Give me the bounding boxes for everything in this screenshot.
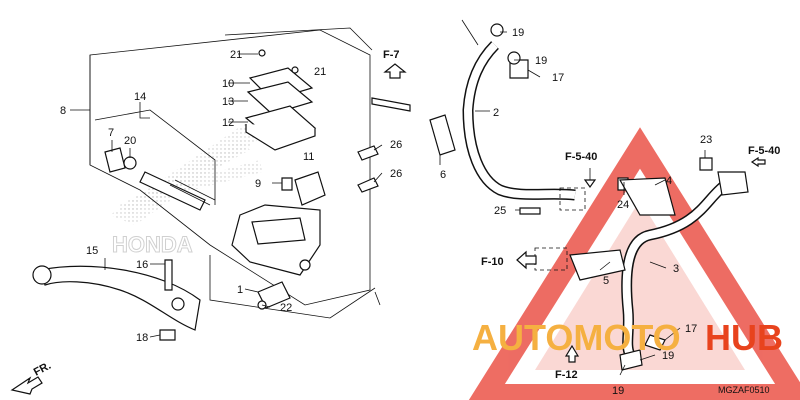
brake-hose-lower — [569, 171, 749, 371]
part-label-7: 7 — [108, 127, 114, 139]
part-label-20: 20 — [124, 135, 136, 147]
part-label-19c: 19 — [662, 350, 674, 362]
front-arrow-icon — [10, 376, 43, 395]
part-label-10: 10 — [222, 78, 234, 90]
front-direction-indicator: FR. — [10, 360, 53, 395]
front-label: FR. — [32, 360, 53, 379]
part-label-15: 15 — [86, 245, 98, 257]
part-label-25: 25 — [494, 205, 506, 217]
up-arrow-icon — [383, 63, 407, 79]
part-label-24: 24 — [617, 199, 629, 211]
reservoir-cap-stack — [244, 49, 317, 151]
part-label-16: 16 — [136, 259, 148, 271]
leader-lines — [70, 19, 706, 376]
honda-wing-logo: HONDA — [110, 120, 265, 258]
watermark-word-1: AUTOMOTO — [472, 317, 681, 358]
brake-lever — [32, 265, 201, 331]
ref-label-f540-left: F-5-40 — [565, 151, 597, 163]
part-labels: 21 21 10 13 12 14 8 7 20 26 26 11 9 6 19… — [60, 27, 712, 397]
part-label-22: 22 — [280, 302, 292, 314]
part-label-4: 4 — [666, 175, 672, 187]
part-label-17b: 17 — [685, 323, 697, 335]
ref-box-upper — [559, 187, 586, 211]
ref-label-f12: F-12 — [555, 369, 578, 381]
part-label-2: 2 — [493, 107, 499, 119]
left-arrow-icon-f540 — [750, 156, 766, 168]
part-label-8: 8 — [60, 105, 66, 117]
part-label-17a: 17 — [552, 72, 564, 84]
part-label-21b: 21 — [314, 66, 326, 78]
watermark-triangle — [468, 127, 800, 400]
master-cylinder-body — [231, 171, 326, 276]
piston-kit — [104, 147, 216, 211]
part-label-3: 3 — [673, 263, 679, 275]
part-label-18: 18 — [136, 332, 148, 344]
part-label-11: 11 — [303, 151, 314, 163]
part-label-21a: 21 — [230, 49, 242, 61]
part-label-5: 5 — [603, 275, 609, 287]
brake-hose-upper — [429, 23, 576, 201]
part-label-26b: 26 — [390, 168, 402, 180]
ref-label-f540-right: F-5-40 — [748, 145, 780, 157]
part-label-26a: 26 — [390, 139, 402, 151]
part-label-13: 13 — [222, 96, 234, 108]
left-arrow-icon-f10 — [516, 250, 537, 270]
ref-box-lower — [534, 247, 568, 271]
part-label-19d: 19 — [612, 385, 624, 397]
part-label-12: 12 — [222, 117, 234, 129]
group-8-outline — [89, 29, 371, 306]
up-arrow-icon-f12 — [564, 344, 580, 363]
ref-label-f10: F-10 — [481, 256, 504, 268]
down-arrow-icon — [583, 179, 597, 189]
part-label-14: 14 — [134, 91, 146, 103]
part-label-19b: 19 — [535, 55, 547, 67]
part-label-19a: 19 — [512, 27, 524, 39]
part-label-9: 9 — [255, 178, 261, 190]
reference-labels: F-7 F-5-40 F-5-40 F-10 F-12 — [383, 49, 780, 381]
watermark-word-2: HUB — [705, 317, 783, 358]
honda-lettering: HONDA — [112, 232, 193, 257]
part-label-6: 6 — [440, 169, 446, 181]
part-label-23: 23 — [700, 134, 712, 146]
part-label-1: 1 — [237, 284, 243, 296]
watermark-text: AUTOMOTO HUB — [472, 317, 783, 358]
diagram-code: MGZAF0510 — [718, 385, 770, 395]
ref-label-f7: F-7 — [383, 49, 400, 61]
bolts — [159, 59, 713, 351]
